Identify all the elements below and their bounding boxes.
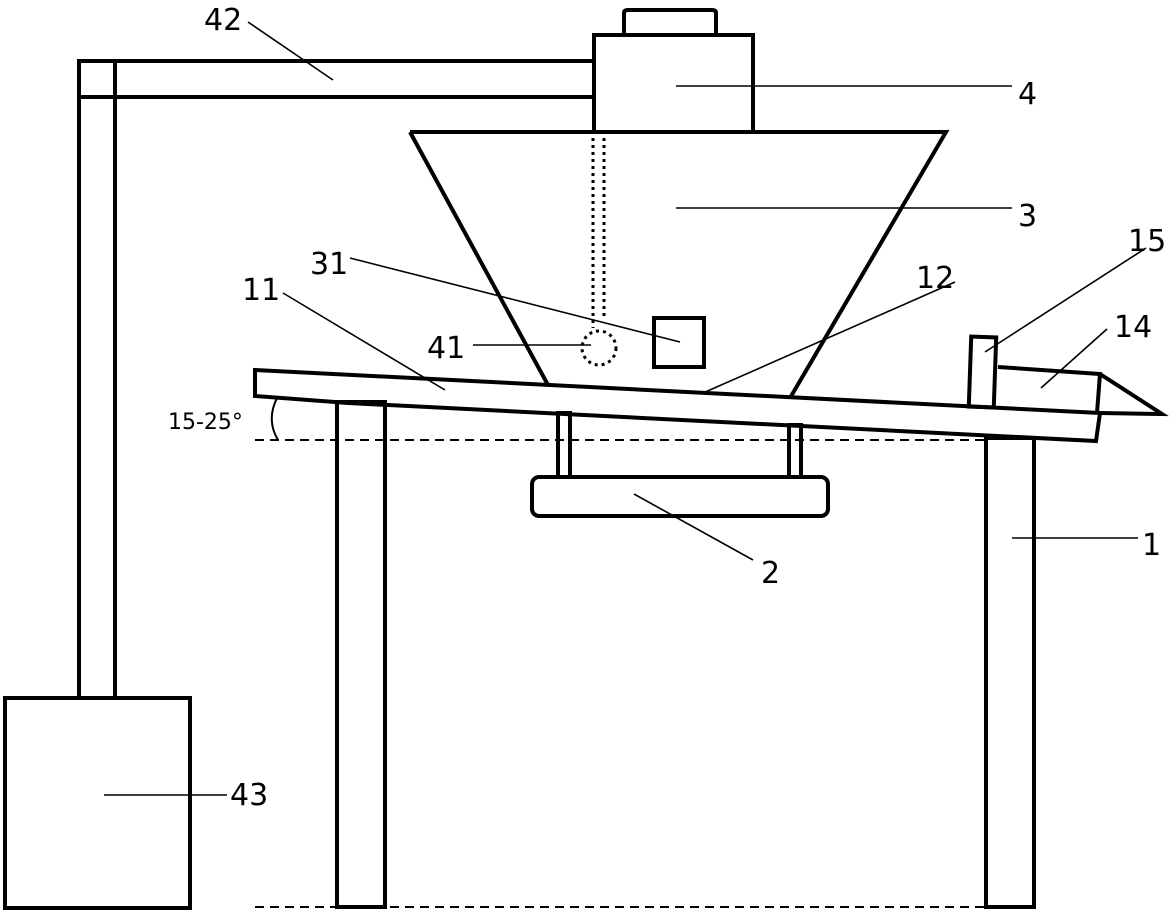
label-3: 3 — [1018, 199, 1037, 234]
hopper-window-31 — [652, 316, 706, 369]
motor-box-4 — [592, 8, 755, 134]
label-15: 15 — [1128, 224, 1166, 259]
label-31: 31 — [310, 247, 348, 282]
discharge-chute-14 — [997, 365, 1169, 417]
inclined-plate-11 — [253, 367, 1103, 444]
label-41: 41 — [427, 331, 465, 366]
base-unit-43 — [3, 696, 192, 910]
baffle-15 — [966, 334, 999, 410]
nozzle-41 — [580, 329, 618, 367]
vibrator-2 — [530, 411, 830, 518]
label-1: 1 — [1142, 528, 1161, 563]
label-11: 11 — [242, 273, 280, 308]
angle-arc — [270, 397, 279, 441]
label-43: 43 — [230, 778, 268, 813]
label-4: 4 — [1018, 77, 1037, 112]
angle-label: 15-25° — [168, 410, 243, 435]
label-12: 12 — [916, 261, 954, 296]
leader-lines — [104, 21, 1147, 796]
label-2: 2 — [761, 556, 780, 591]
nozzle-pipe — [580, 138, 618, 367]
label-14: 14 — [1114, 310, 1152, 345]
hopper-3 — [408, 130, 950, 400]
label-42: 42 — [204, 3, 242, 38]
